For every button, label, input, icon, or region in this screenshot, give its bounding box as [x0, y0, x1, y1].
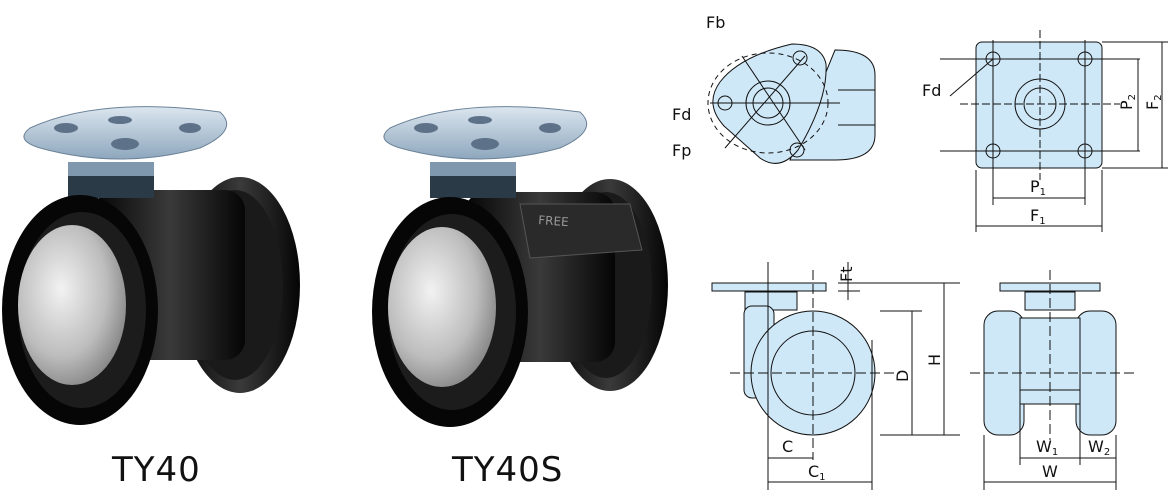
- square-plate-view: [940, 30, 1168, 232]
- front-view: [970, 270, 1135, 490]
- label-p2: P2: [1117, 94, 1138, 110]
- label-c: C: [782, 437, 793, 456]
- brake-label: FREE: [538, 213, 569, 229]
- label-p1: P1: [1030, 177, 1046, 198]
- label-d: D: [893, 370, 912, 382]
- triangular-plate-view: [707, 43, 876, 164]
- label-w: W: [1042, 462, 1058, 481]
- label-fd-left: Fd: [672, 105, 691, 124]
- label-fd-right: Fd: [922, 81, 941, 100]
- model-label-ty40: TY40: [112, 450, 201, 490]
- caster-ty40s-photo: FREE: [372, 106, 668, 427]
- side-view: [711, 262, 960, 490]
- label-c1: C1: [808, 462, 826, 483]
- label-fb: Fb: [706, 13, 725, 32]
- label-f2: F2: [1143, 94, 1164, 110]
- label-h: H: [925, 354, 944, 366]
- caster-ty40-photo: [2, 106, 300, 425]
- model-label-ty40s: TY40S: [452, 450, 564, 490]
- technical-drawings: Fb Fd Fp Fd P1 F1 P2 F2 Ft D H C C1 W1 W…: [672, 13, 1168, 490]
- label-fp: Fp: [672, 141, 691, 160]
- label-f1: F1: [1030, 206, 1046, 227]
- label-w1: W1: [1036, 437, 1058, 458]
- label-w2: W2: [1088, 437, 1110, 458]
- label-ft: Ft: [837, 267, 856, 282]
